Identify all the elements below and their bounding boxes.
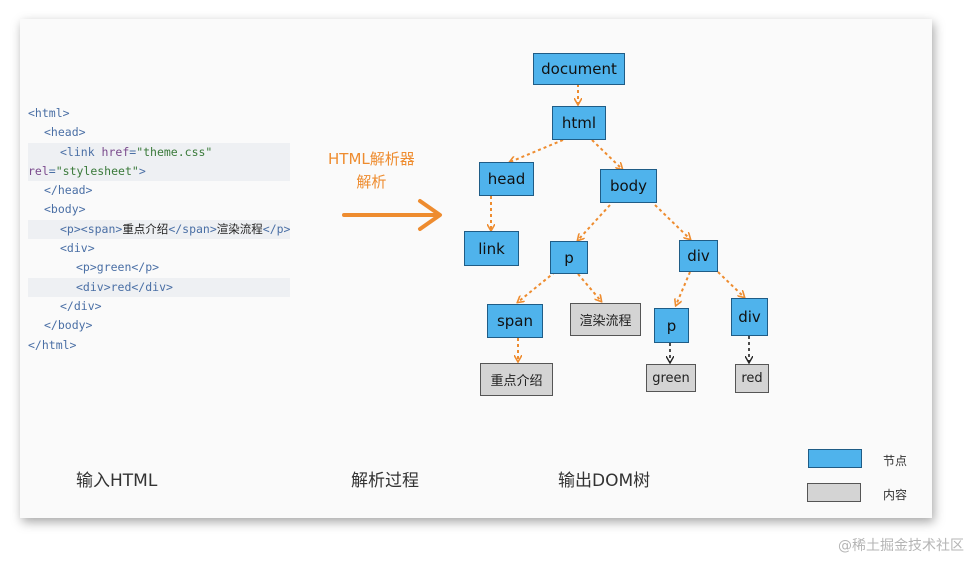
code-line: <html> [28, 104, 290, 123]
content-green: green [646, 364, 696, 392]
code-line: <head> [28, 123, 290, 142]
edge-body-div [654, 204, 690, 239]
watermark: @稀土掘金技术社区 [838, 538, 964, 554]
code-line: <body> [28, 200, 290, 219]
code-line: </head> [28, 181, 290, 200]
edge-p-span [518, 271, 556, 302]
code-token: </html> [28, 337, 77, 352]
code-line: <div> [28, 239, 290, 258]
code-token: <div>red</div> [76, 279, 173, 294]
code-token: 渲染流程 [216, 221, 263, 236]
code-token: href [101, 144, 130, 159]
node-p-green: p [654, 308, 689, 343]
code-line: <link href="theme.css" [28, 142, 291, 162]
code-token: <p><span> [60, 221, 123, 236]
content-render-flow: 渲染流程 [570, 303, 641, 336]
code-line: <p><span>重点介绍</span>渲染流程</p> [28, 219, 291, 240]
code-token: <head> [44, 125, 86, 140]
code-token: <p>green</p> [76, 260, 160, 275]
code-token: <div> [60, 241, 95, 256]
node-span: span [487, 304, 543, 338]
html-source-code: <html><head><link href="theme.css"rel="s… [28, 104, 291, 355]
code-line: </html> [28, 336, 290, 355]
legend-node-swatch [808, 449, 862, 468]
legend-content-label: 内容 [883, 488, 908, 502]
code-token: > [138, 163, 146, 178]
content-red: red [735, 364, 769, 393]
code-token: <html> [28, 106, 70, 120]
legend-content-swatch [807, 483, 861, 502]
legend-node-label: 节点 [883, 454, 908, 468]
node-head: head [479, 162, 534, 196]
node-body: body [600, 169, 657, 203]
content-highlight: 重点介绍 [480, 363, 553, 396]
parser-label-line1: HTML解析器 [328, 150, 415, 168]
parser-label: HTML解析器 解析 [328, 148, 415, 194]
node-div: div [679, 240, 718, 272]
code-token: "theme.css" [136, 144, 213, 159]
code-token: rel [28, 163, 49, 178]
code-token: <link [60, 144, 102, 159]
diagram-card [20, 19, 932, 518]
edge-html-head [510, 139, 564, 162]
code-token: </div> [60, 298, 102, 313]
code-token: "stylesheet" [55, 163, 139, 178]
code-line: rel="stylesheet"> [28, 161, 291, 182]
code-line: </body> [28, 316, 290, 335]
edge-p-render [577, 273, 601, 301]
edge-div-p2 [676, 271, 691, 305]
parser-label-line2: 解析 [356, 173, 387, 191]
label-output-dom: 输出DOM树 [558, 471, 651, 491]
code-token: </head> [44, 183, 93, 198]
node-document: document [533, 53, 625, 85]
code-token: </span> [168, 221, 217, 236]
code-token: = [48, 163, 56, 178]
code-token: 重点介绍 [122, 221, 169, 236]
parse-arrow [342, 199, 442, 231]
node-html: html [552, 106, 606, 140]
code-line: <div>red</div> [28, 277, 291, 297]
code-line: </div> [28, 297, 290, 316]
node-link: link [464, 231, 519, 266]
code-token: </p> [262, 221, 291, 236]
label-input-html: 输入HTML [76, 471, 158, 491]
code-token: </body> [44, 318, 93, 333]
edge-body-p [578, 204, 611, 240]
code-line: <p>green</p> [28, 258, 290, 277]
edge-div-div2 [717, 271, 744, 297]
code-token: <body> [44, 202, 86, 217]
node-p: p [550, 241, 588, 274]
code-token: = [129, 144, 137, 159]
node-div-red: div [731, 298, 768, 336]
label-parse-process: 解析过程 [351, 471, 419, 491]
edge-html-body [591, 139, 622, 169]
